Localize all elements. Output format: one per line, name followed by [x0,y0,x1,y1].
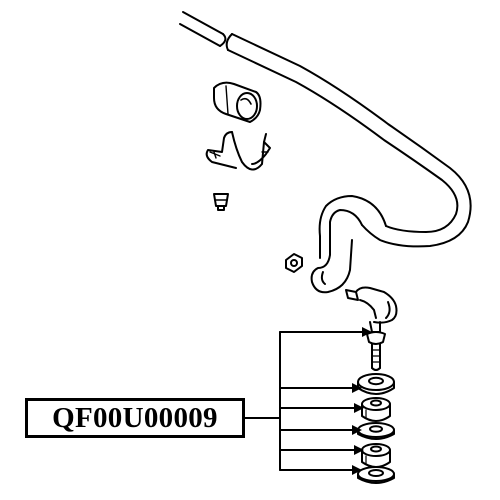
bushing [213,81,262,123]
bracket [205,131,271,171]
stabilizer-link [345,286,398,371]
leader-lines [244,331,367,471]
washer-bottom [357,466,395,484]
stabilizer-bar [179,11,472,294]
washer-top [357,373,395,395]
part-number-label: QF00U00009 [25,398,245,438]
nut [285,253,303,273]
washer-middle [357,422,395,440]
leader-arrowheads [352,327,372,475]
rubber-bush-upper [361,397,391,422]
rubber-bush-lower [361,443,391,468]
bolt [213,193,229,211]
